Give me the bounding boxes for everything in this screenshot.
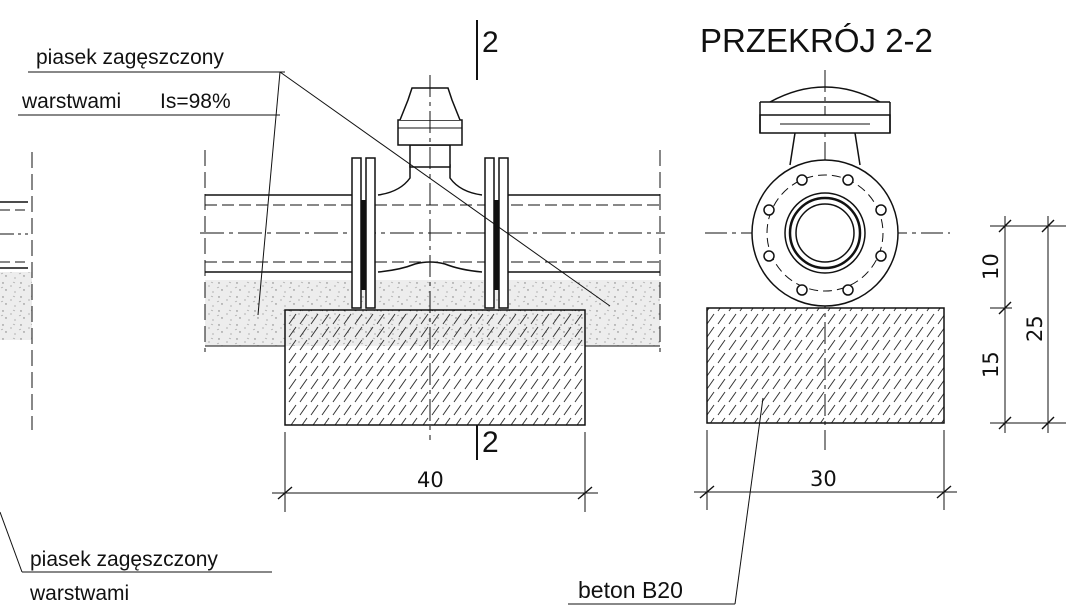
dimension-label-10: 10	[979, 253, 1003, 280]
dimension-40	[272, 432, 598, 512]
dimension-30	[694, 430, 957, 510]
pipe	[200, 164, 665, 273]
concrete-block-section	[706, 307, 945, 424]
main-view	[200, 20, 665, 512]
dimension-vertical	[990, 216, 1066, 433]
label-sand-bottom-line2: warstwami	[29, 582, 129, 605]
label-sand-bottom-line1: piasek zagęszczony	[30, 548, 218, 571]
section-title: PRZEKRÓJ 2-2	[700, 22, 933, 59]
flange-left	[351, 157, 376, 309]
flange-right	[484, 157, 509, 309]
label-concrete: beton B20	[578, 577, 683, 603]
section-mark-top: 2	[482, 26, 499, 59]
dimension-label-40: 40	[417, 468, 444, 492]
section-mark-bottom: 2	[482, 426, 499, 459]
dimension-label-15: 15	[979, 351, 1003, 378]
dimension-label-30: 30	[810, 467, 837, 491]
left-fragment	[0, 152, 33, 430]
label-sand-top-line1: piasek zagęszczony	[36, 46, 224, 69]
concrete-block-main	[284, 309, 586, 426]
section-view	[694, 70, 1066, 510]
label-sand-top-line2: warstwami	[21, 90, 121, 113]
label-compaction: Is=98%	[160, 90, 231, 113]
dimension-label-25: 25	[1023, 315, 1047, 342]
sand-fill-left	[0, 272, 32, 340]
section-valve-cap	[759, 86, 891, 179]
section-flange	[751, 159, 899, 307]
